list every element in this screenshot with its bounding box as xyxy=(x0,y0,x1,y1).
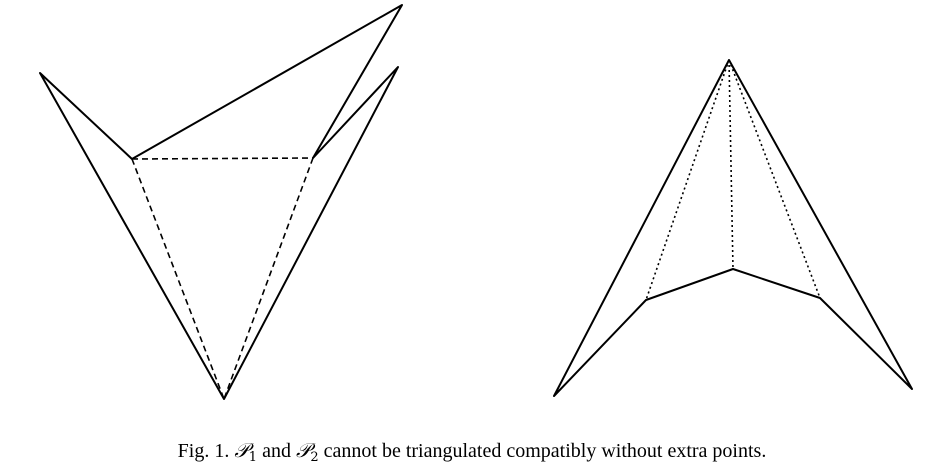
polygon-p2-outline xyxy=(553,59,913,397)
polygon-p1-diagonal xyxy=(223,157,314,400)
figure-illustration xyxy=(39,4,913,400)
figure-caption: Fig. 1. 𝒫1 and 𝒫2 cannot be triangulated… xyxy=(0,438,944,470)
caption-and: and xyxy=(262,440,291,462)
caption-prefix: Fig. 1. xyxy=(177,440,230,462)
polygon-p1-diagonal xyxy=(131,157,314,160)
polygon-p1-outline xyxy=(39,4,403,400)
polygon-p2 xyxy=(553,59,913,397)
polygon-p2-diagonal xyxy=(645,59,730,301)
polygon-p1-symbol: 𝒫1 xyxy=(234,438,258,465)
polygon-p2-diagonal xyxy=(728,59,734,270)
polygon-p1 xyxy=(39,4,403,400)
polygon-p2-diagonal xyxy=(728,59,821,299)
polygon-p2-symbol: 𝒫2 xyxy=(295,438,319,465)
polygon-p1-diagonal xyxy=(131,158,225,400)
caption-text: cannot be triangulated compatibly withou… xyxy=(323,440,767,462)
